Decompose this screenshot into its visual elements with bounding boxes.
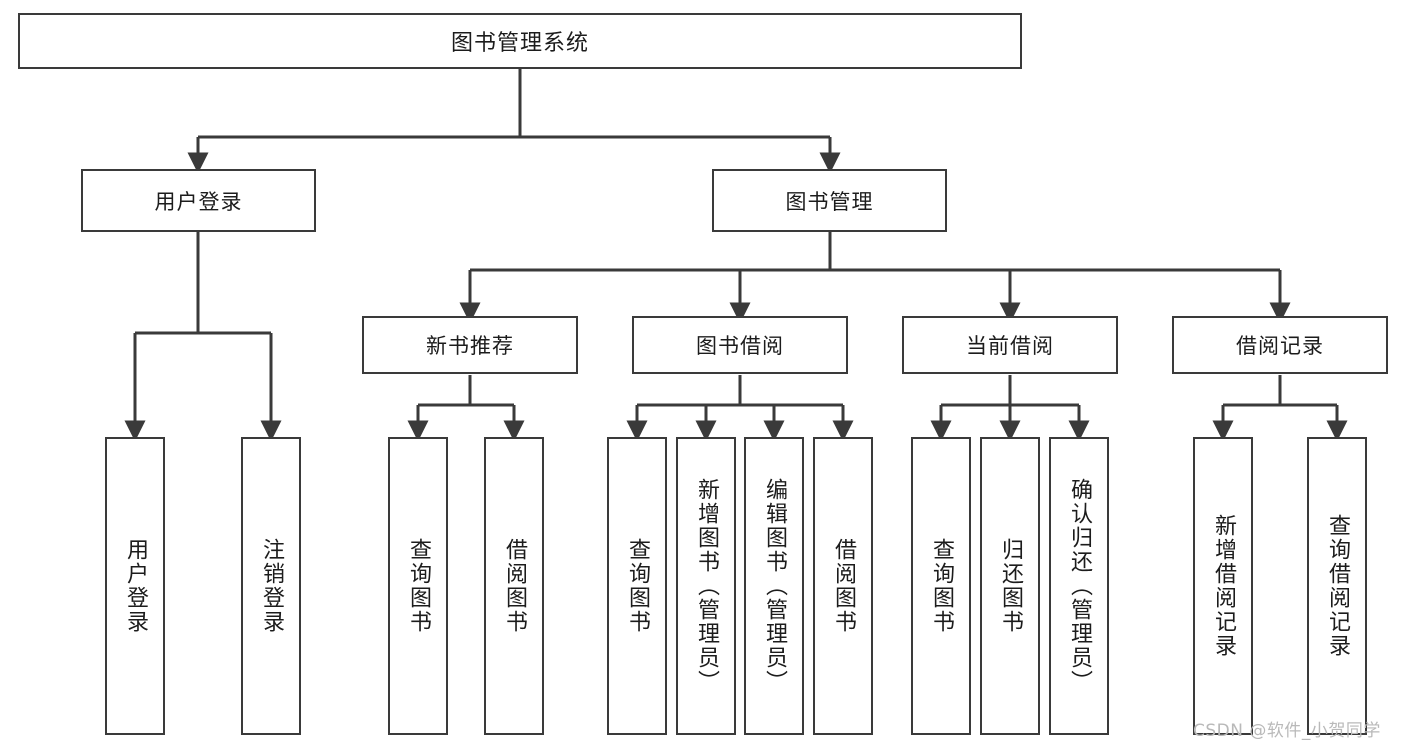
node-leaf-add-book-label: 新增图书（管理员） bbox=[693, 478, 719, 694]
node-borrow-record[interactable]: 借阅记录 bbox=[1172, 316, 1388, 374]
node-current-borrow-label: 当前借阅 bbox=[966, 334, 1054, 358]
node-leaf-query-book-3-label: 查询图书 bbox=[928, 538, 954, 634]
node-leaf-borrow-book-2[interactable]: 借阅图书 bbox=[813, 437, 873, 735]
node-leaf-return-book[interactable]: 归还图书 bbox=[980, 437, 1040, 735]
node-leaf-query-book-2-label: 查询图书 bbox=[624, 538, 650, 634]
node-book-borrow[interactable]: 图书借阅 bbox=[632, 316, 848, 374]
node-book-borrow-label: 图书借阅 bbox=[696, 334, 784, 358]
node-leaf-borrow-book-2-label: 借阅图书 bbox=[830, 538, 856, 634]
node-new-book-recommend-label: 新书推荐 bbox=[426, 334, 514, 358]
node-leaf-return-book-label: 归还图书 bbox=[997, 538, 1023, 634]
node-leaf-borrow-book-1-label: 借阅图书 bbox=[501, 538, 527, 634]
csdn-watermark: CSDN @软件_小贺同学 bbox=[1193, 721, 1381, 741]
node-leaf-edit-book[interactable]: 编辑图书（管理员） bbox=[744, 437, 804, 735]
node-leaf-add-record[interactable]: 新增借阅记录 bbox=[1193, 437, 1253, 735]
node-root-label: 图书管理系统 bbox=[450, 31, 589, 56]
node-leaf-add-book[interactable]: 新增图书（管理员） bbox=[676, 437, 736, 735]
node-leaf-confirm-return-label: 确认归还（管理员） bbox=[1066, 478, 1092, 694]
node-current-borrow[interactable]: 当前借阅 bbox=[902, 316, 1118, 374]
node-leaf-query-book-2[interactable]: 查询图书 bbox=[607, 437, 667, 735]
node-leaf-query-record[interactable]: 查询借阅记录 bbox=[1307, 437, 1367, 735]
node-leaf-edit-book-label: 编辑图书（管理员） bbox=[761, 478, 787, 694]
node-leaf-user-login-label: 用户登录 bbox=[122, 538, 148, 634]
node-leaf-user-login[interactable]: 用户登录 bbox=[105, 437, 165, 735]
node-new-book-recommend[interactable]: 新书推荐 bbox=[362, 316, 578, 374]
node-root[interactable]: 图书管理系统 bbox=[18, 13, 1022, 69]
node-borrow-record-label: 借阅记录 bbox=[1236, 334, 1324, 358]
node-leaf-confirm-return[interactable]: 确认归还（管理员） bbox=[1049, 437, 1109, 735]
node-leaf-query-book-3[interactable]: 查询图书 bbox=[911, 437, 971, 735]
node-user-login-label: 用户登录 bbox=[154, 189, 243, 214]
node-leaf-borrow-book-1[interactable]: 借阅图书 bbox=[484, 437, 544, 735]
node-book-management-label: 图书管理 bbox=[785, 189, 874, 214]
node-leaf-logout-login-label: 注销登录 bbox=[258, 538, 284, 634]
node-user-login[interactable]: 用户登录 bbox=[81, 169, 316, 232]
node-leaf-add-record-label: 新增借阅记录 bbox=[1210, 514, 1236, 658]
node-leaf-query-book-1-label: 查询图书 bbox=[405, 538, 431, 634]
node-leaf-logout-login[interactable]: 注销登录 bbox=[241, 437, 301, 735]
node-leaf-query-book-1[interactable]: 查询图书 bbox=[388, 437, 448, 735]
node-leaf-query-record-label: 查询借阅记录 bbox=[1324, 514, 1350, 658]
node-book-management[interactable]: 图书管理 bbox=[712, 169, 947, 232]
